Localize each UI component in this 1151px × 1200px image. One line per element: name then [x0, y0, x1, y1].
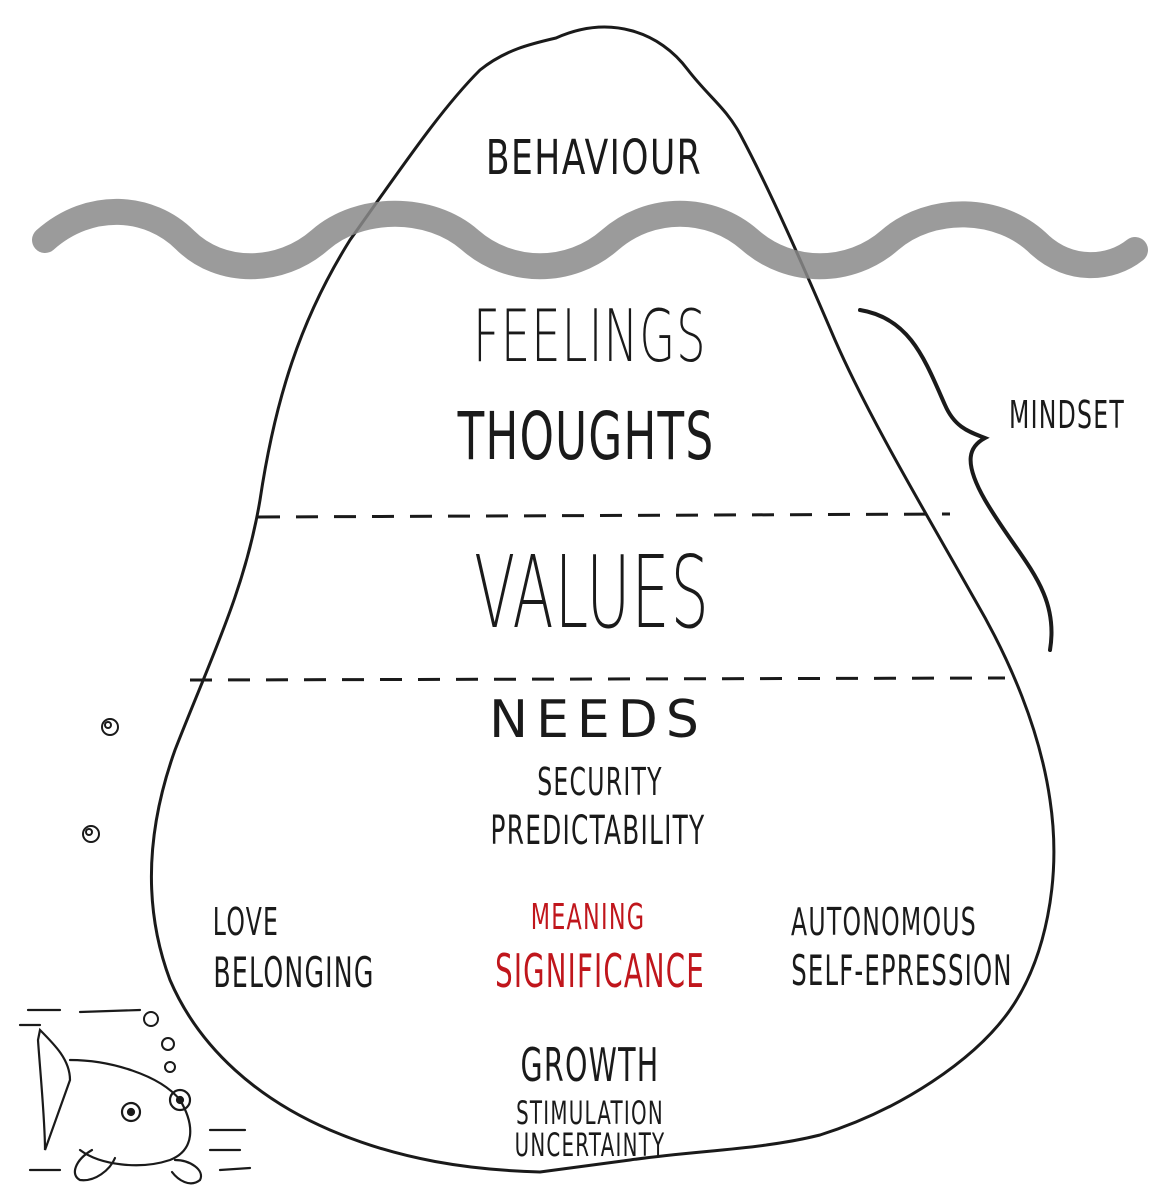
text-needs: NEEDS	[489, 690, 707, 750]
label-values: VALUES	[395, 534, 788, 651]
label-uncertainty: UNCERTAINTY	[468, 1126, 711, 1164]
text-security: SECURITY	[537, 760, 663, 804]
label-meaning: MEANING	[496, 897, 681, 938]
text-growth: GROWTH	[520, 1038, 660, 1092]
label-mindset: MINDSET	[973, 393, 1151, 437]
text-self-expression: SELF-EPRESSION	[791, 946, 1013, 995]
label-predictability: PREDICTABILITY	[425, 808, 772, 854]
text-significance: SIGNIFICANCE	[495, 944, 705, 998]
text-autonomous: AUTONOMOUS	[791, 900, 977, 944]
text-mindset: MINDSET	[1009, 393, 1125, 437]
label-significance: SIGNIFICANCE	[425, 944, 775, 998]
label-needs: NEEDS	[489, 690, 707, 750]
mindset-brace	[858, 308, 1054, 652]
text-thoughts: THOUGHTS	[457, 398, 715, 475]
text-behaviour: BEHAVIOUR	[485, 130, 703, 186]
bubble-icon	[82, 718, 176, 1073]
label-growth: GROWTH	[478, 1038, 702, 1092]
text-love: LOVE	[212, 900, 280, 944]
label-security: SECURITY	[499, 760, 702, 804]
label-self-expression: SELF-EPRESSION	[711, 946, 1093, 995]
text-values: VALUES	[474, 534, 710, 651]
label-belonging: BELONGING	[160, 948, 429, 997]
label-autonomous: AUTONOMOUS	[734, 900, 1034, 944]
text-meaning: MEANING	[530, 897, 646, 938]
fish-icon	[18, 1008, 252, 1185]
label-behaviour: BEHAVIOUR	[444, 130, 744, 186]
water-line	[32, 198, 1148, 280]
text-uncertainty: UNCERTAINTY	[514, 1126, 666, 1164]
label-feelings: FEELINGS	[407, 294, 772, 378]
divider-lower	[189, 676, 1006, 682]
text-stimulation: STIMULATION	[516, 1094, 664, 1132]
text-feelings: FEELINGS	[473, 294, 707, 378]
text-predictability: PREDICTABILITY	[490, 808, 706, 854]
label-stimulation: STIMULATION	[471, 1094, 709, 1132]
label-love: LOVE	[192, 900, 299, 944]
text-belonging: BELONGING	[213, 948, 375, 997]
iceberg-outline	[150, 25, 1056, 1174]
label-thoughts: THOUGHTS	[391, 398, 780, 475]
divider-upper	[257, 512, 951, 519]
